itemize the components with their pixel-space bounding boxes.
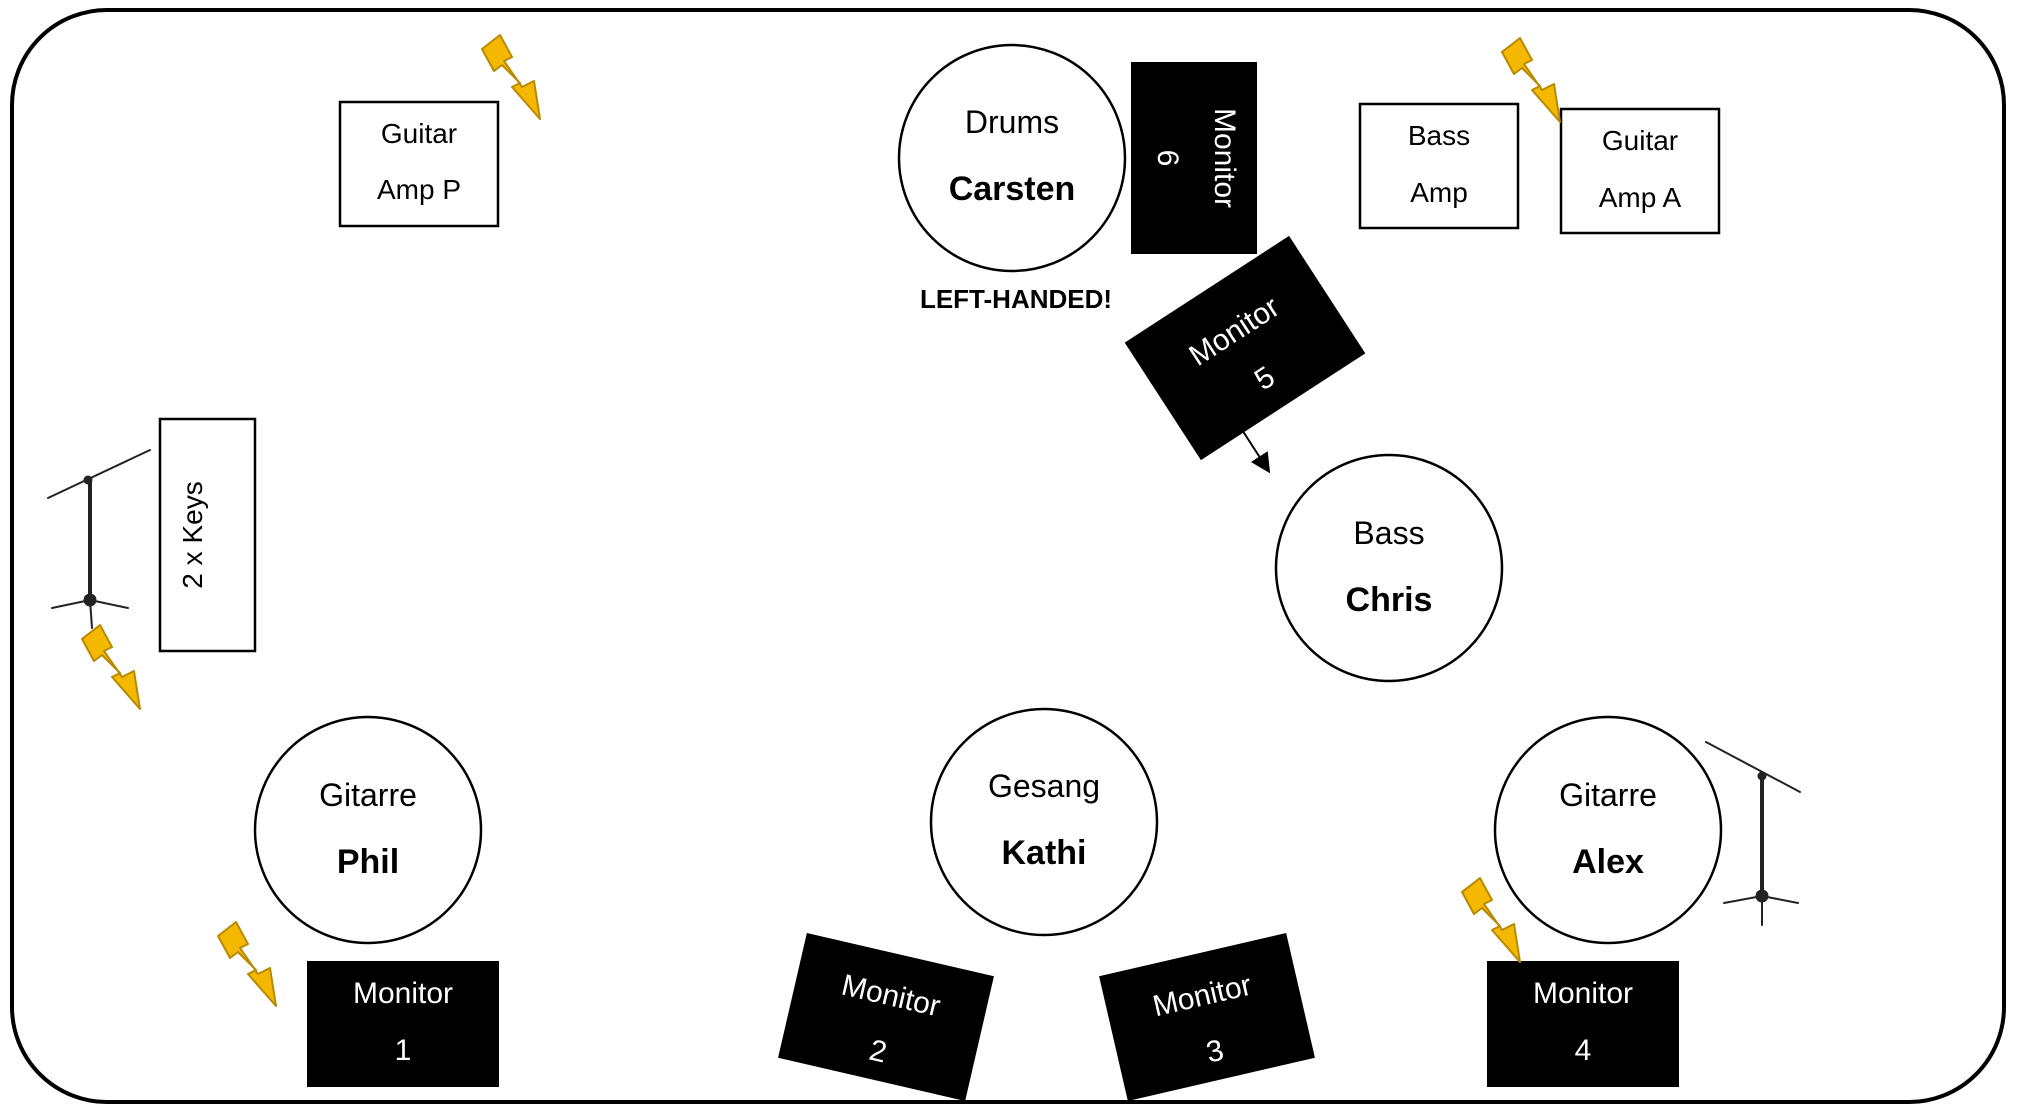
monitor-1: Monitor 1 — [307, 961, 499, 1087]
drums-role: Drums — [965, 104, 1059, 140]
monitor-1-label: Monitor — [353, 977, 453, 1010]
bass-amp: Bass Amp — [1358, 102, 1520, 230]
guitar-amp-p-line1: Guitar — [381, 118, 457, 149]
vocals-position: Gesang Kathi — [929, 707, 1159, 937]
guitar-amp-a: Guitar Amp A — [1559, 107, 1721, 235]
monitor-2-number: 2 — [866, 1034, 890, 1070]
bass-amp-line1: Bass — [1408, 120, 1470, 151]
monitor-6-label: Monitor — [1208, 108, 1241, 208]
vocals-name: Kathi — [1002, 834, 1087, 872]
monitor-4-number: 4 — [1575, 1034, 1592, 1067]
guitar-alex-role: Gitarre — [1559, 777, 1657, 813]
mic-stand-icon-right — [1705, 741, 1801, 926]
keys: 2 x Keys — [158, 417, 257, 653]
guitar-amp-p-line2: Amp P — [377, 174, 461, 205]
guitar-alex-name: Alex — [1572, 843, 1644, 881]
monitor-5: Monitor 5 — [1124, 235, 1366, 461]
monitor-6-number: 6 — [1151, 150, 1184, 167]
monitor-2: Monitor 2 — [778, 933, 994, 1101]
drums-circle — [897, 43, 1127, 273]
guitar-alex-circle — [1493, 715, 1723, 945]
monitor-5-arrow — [1236, 421, 1271, 474]
guitar-phil-name: Phil — [337, 843, 399, 881]
drums-note: LEFT-HANDED! — [920, 284, 1112, 314]
monitor-3-number: 3 — [1203, 1034, 1227, 1070]
drums-name: Carsten — [949, 170, 1076, 208]
guitar-phil-role: Gitarre — [319, 777, 417, 813]
bass-position: Bass Chris — [1274, 453, 1504, 683]
guitar-amp-p: Guitar Amp P — [338, 100, 500, 228]
guitar-alex-position: Gitarre Alex — [1493, 715, 1723, 945]
bass-amp-line2: Amp — [1410, 177, 1468, 208]
guitar-phil-circle — [253, 715, 483, 945]
bass-circle — [1274, 453, 1504, 683]
monitor-6: Monitor 6 — [1131, 62, 1257, 254]
guitar-phil-position: Gitarre Phil — [253, 715, 483, 945]
monitor-1-number: 1 — [395, 1034, 412, 1067]
drums-position: Drums Carsten LEFT-HANDED! — [897, 43, 1127, 314]
mic-stand-icon-left — [47, 449, 151, 629]
vocals-circle — [929, 707, 1159, 937]
bass-name: Chris — [1346, 581, 1433, 619]
guitar-amp-a-line1: Guitar — [1602, 125, 1678, 156]
bass-role: Bass — [1353, 515, 1424, 551]
monitor-3: Monitor 3 — [1099, 933, 1315, 1101]
keys-label: 2 x Keys — [177, 481, 208, 588]
guitar-amp-a-line2: Amp A — [1599, 182, 1682, 213]
monitor-4-label: Monitor — [1533, 977, 1633, 1010]
monitor-4: Monitor 4 — [1487, 961, 1679, 1087]
vocals-role: Gesang — [988, 768, 1100, 804]
